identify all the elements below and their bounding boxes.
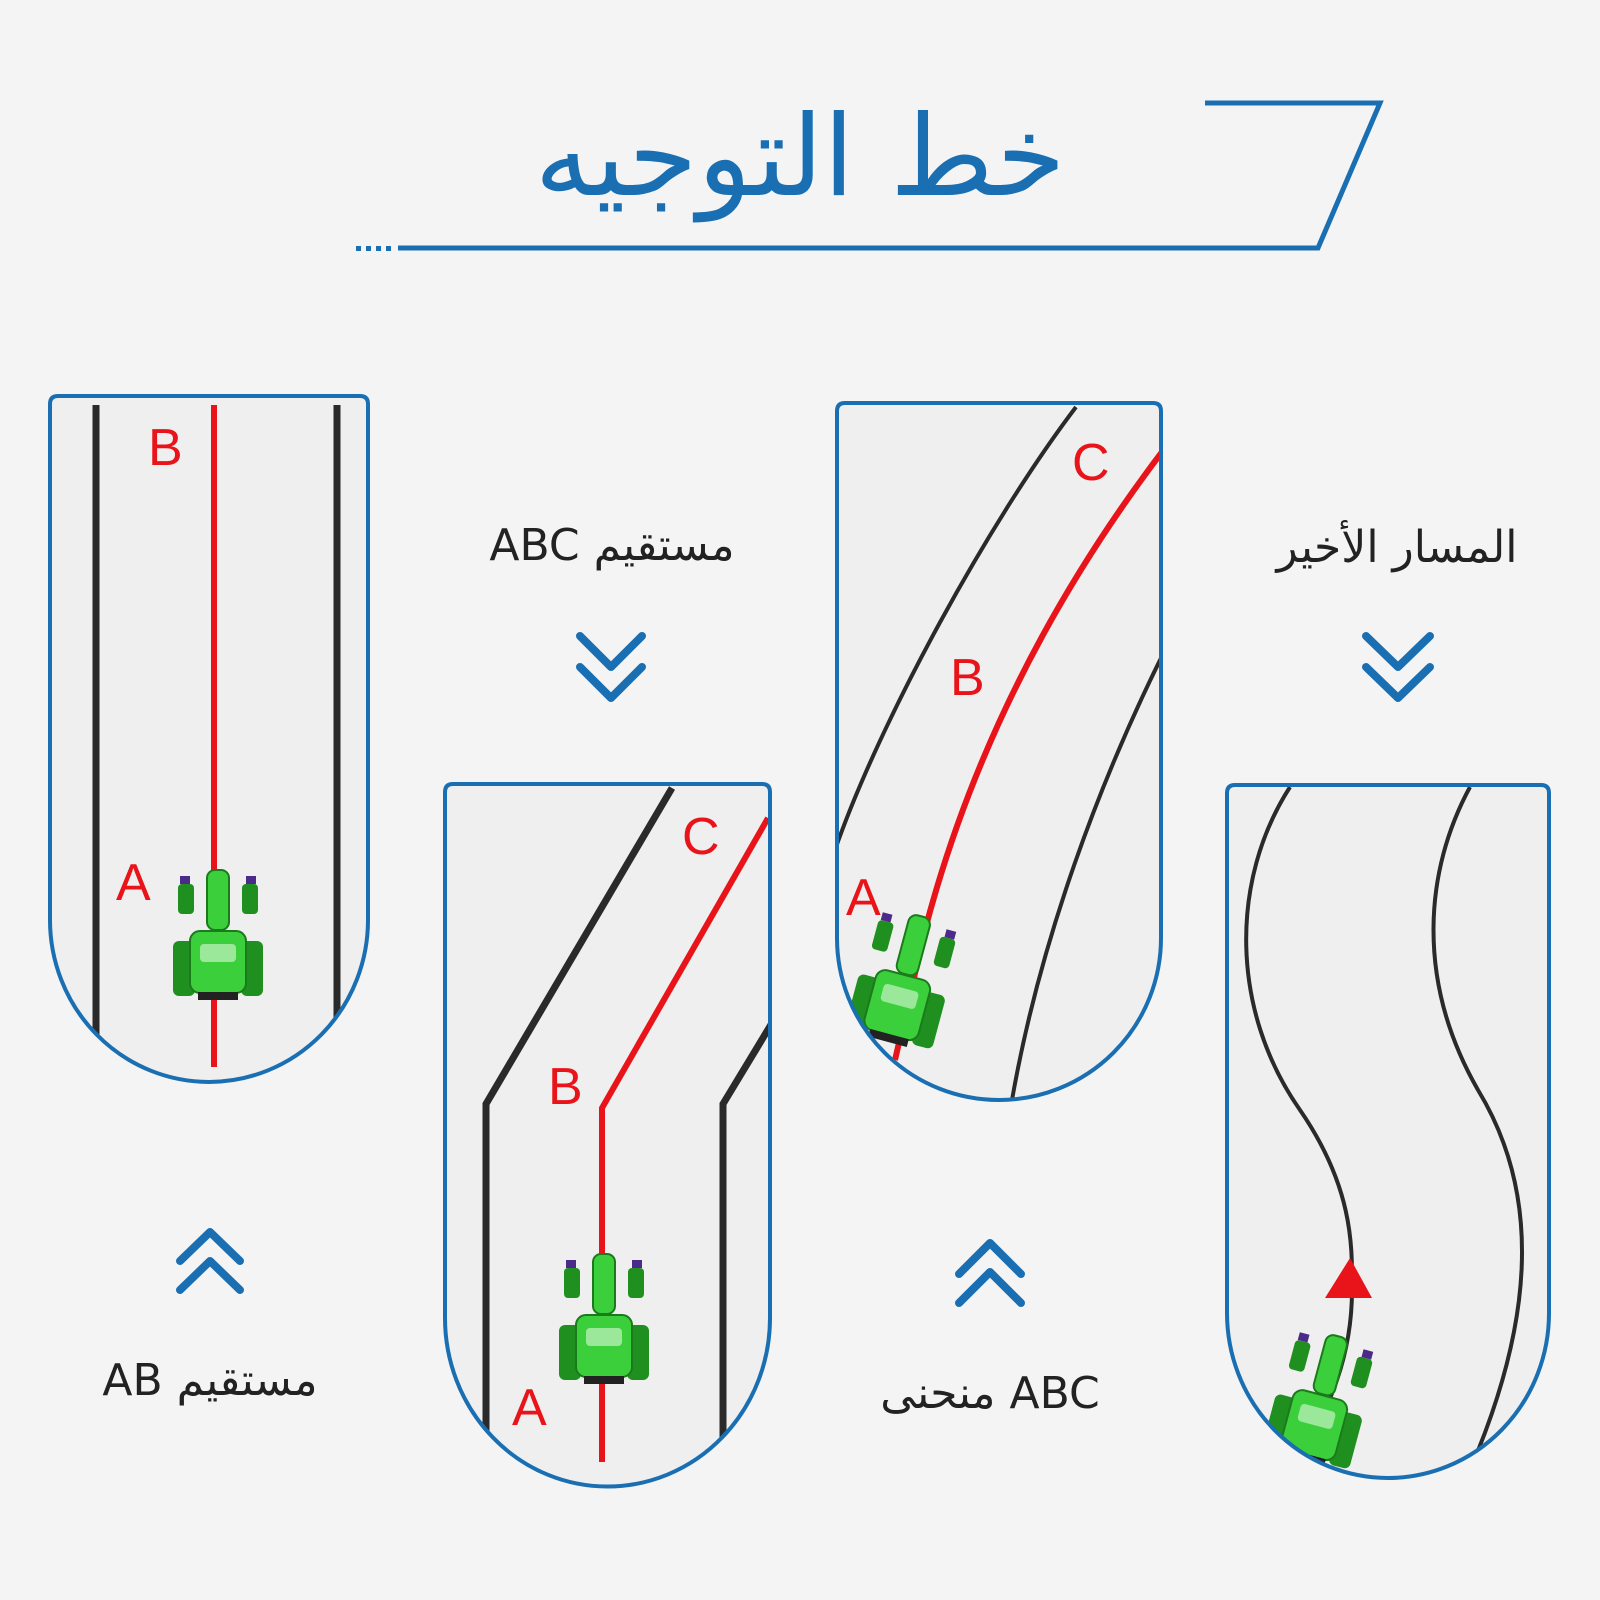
chevron-down-icon xyxy=(576,632,646,702)
caption-ab-straight: مستقيم AB xyxy=(102,1355,317,1406)
title-dots xyxy=(356,246,391,251)
panel-frame xyxy=(48,394,370,1084)
field-edge-left xyxy=(837,405,1078,851)
title-frame xyxy=(398,100,1384,251)
caption-abc-curve: ABC منحنى xyxy=(880,1368,1099,1419)
point-label-c: C xyxy=(682,808,720,866)
point-label-b: B xyxy=(548,1058,583,1116)
field-edge-right xyxy=(719,1016,770,1480)
title-block: خط التوجيه xyxy=(356,92,1384,251)
panel-abc-straight: C B A xyxy=(443,782,772,1489)
point-label-a: A xyxy=(846,869,881,927)
point-label-b: B xyxy=(148,419,183,477)
abc-guide-line xyxy=(892,450,1161,1061)
chevron-up-icon xyxy=(955,1239,1025,1307)
panel-frame xyxy=(443,782,772,1489)
point-label-a: A xyxy=(116,854,151,912)
panel-frame xyxy=(1225,783,1551,1480)
caption-abc-straight: مستقيم ABC xyxy=(489,520,734,571)
caption-last-path: المسار الأخير xyxy=(1274,519,1517,573)
chevron-down-icon xyxy=(1362,632,1434,702)
red-arrow-icon xyxy=(1325,1258,1372,1298)
field-edge-left xyxy=(482,786,676,1480)
panel-abc-curve: C B A xyxy=(835,401,1163,1102)
point-label-c: C xyxy=(1072,434,1110,492)
field-edge-right xyxy=(1010,649,1161,1100)
page-title: خط التوجيه xyxy=(534,92,1065,223)
panel-frame xyxy=(835,401,1163,1102)
panel-ab-straight: B A xyxy=(48,394,370,1084)
field-edge-right xyxy=(1431,786,1524,1471)
chevron-up-icon xyxy=(176,1228,244,1294)
point-label-b: B xyxy=(950,649,985,707)
panel-last-path xyxy=(1225,783,1551,1480)
point-label-a: A xyxy=(512,1379,547,1437)
